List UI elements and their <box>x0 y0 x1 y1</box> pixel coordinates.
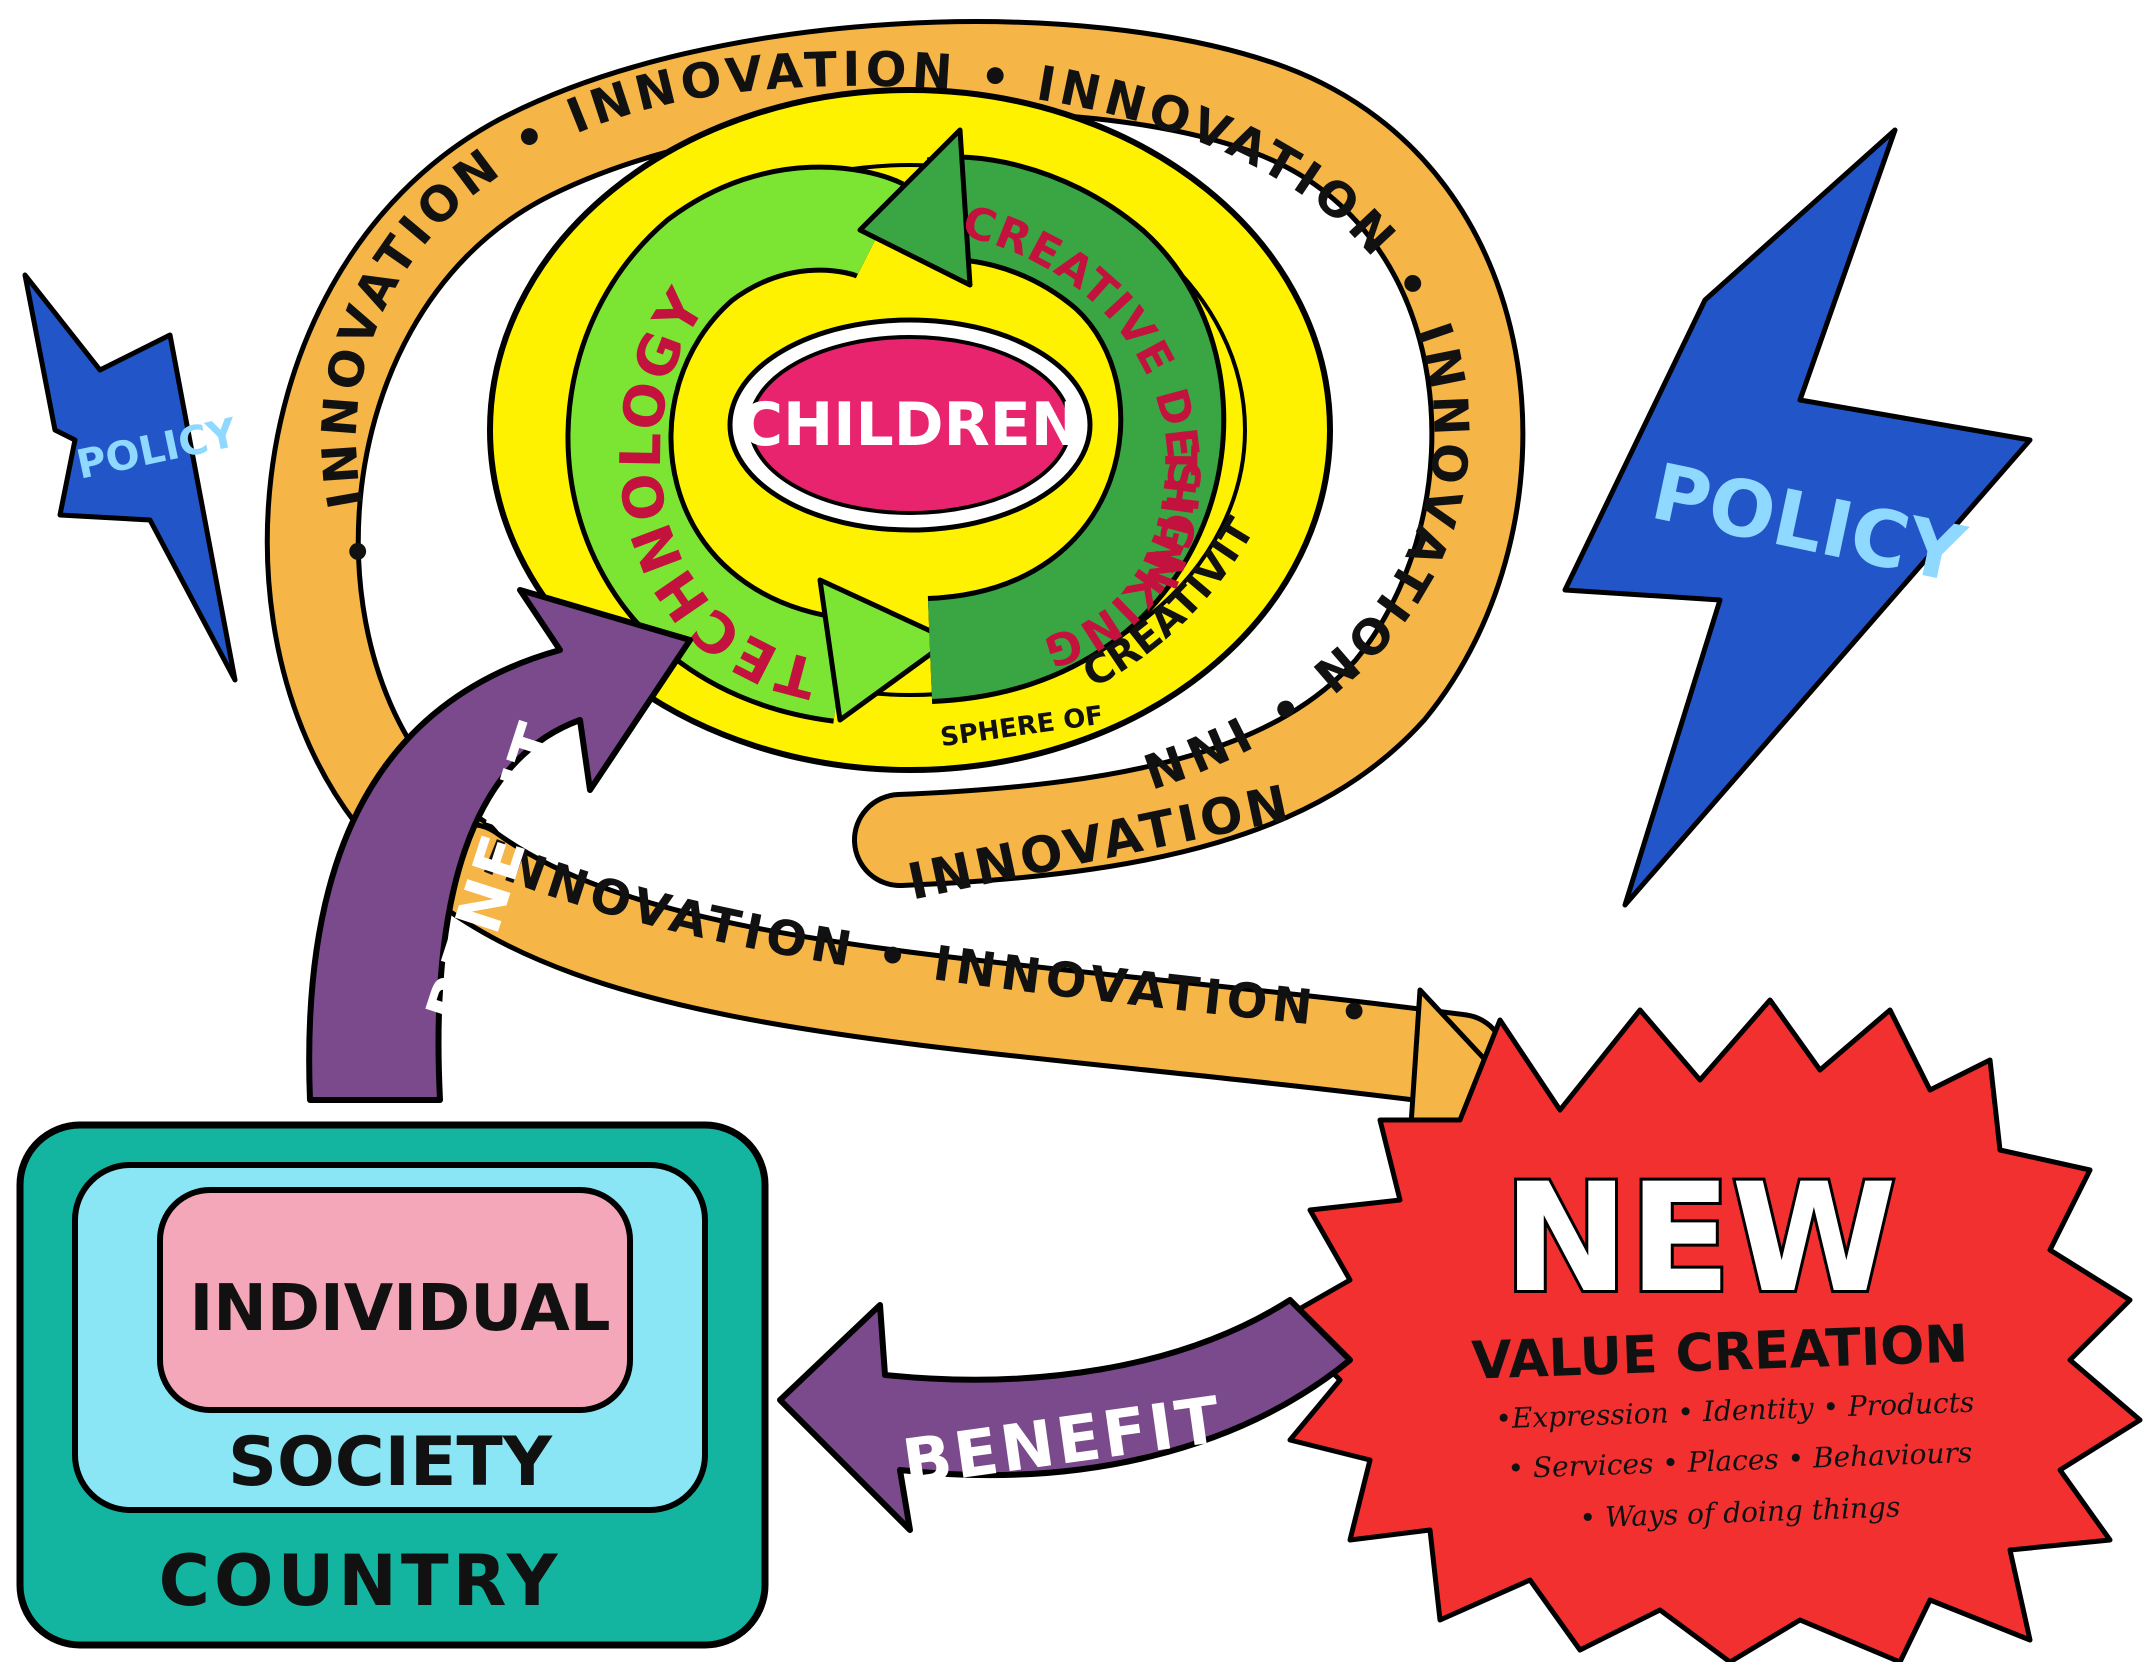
society-label: SOCIETY <box>228 1423 553 1502</box>
technology-arrow <box>565 164 953 724</box>
children-blob: CHILDREN <box>727 317 1093 533</box>
benefit-up-arrow: BENEFIT <box>306 587 693 1103</box>
children-label: CHILDREN <box>739 390 1081 460</box>
value-creation-burst: NEW VALUE CREATION •Expression • Identit… <box>1277 997 2143 1662</box>
creative-design-thinking-arrow <box>857 127 1227 704</box>
policy-bolt-right: POLICY <box>1562 127 2033 908</box>
individual-label: INDIVIDUAL <box>189 1272 610 1346</box>
new-label: NEW <box>1503 1152 1896 1326</box>
society-box: INDIVIDUAL SOCIETY COUNTRY <box>16 1121 769 1649</box>
country-label: COUNTRY <box>159 1540 562 1622</box>
policy-bolt-left: POLICY <box>22 272 242 683</box>
benefit-left-arrow: BENEFIT <box>777 1297 1353 1533</box>
